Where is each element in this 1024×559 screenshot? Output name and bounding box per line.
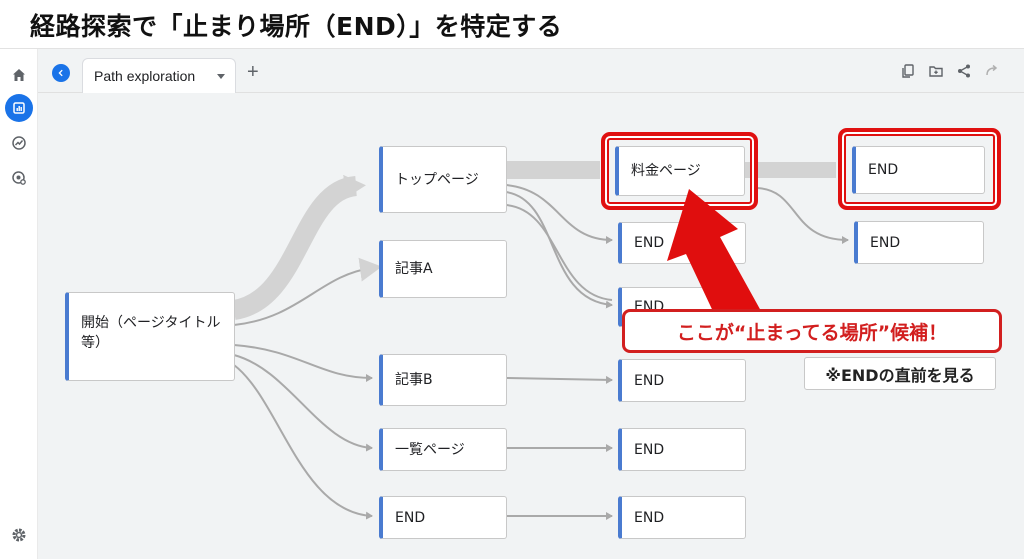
flow-pricing-to-end-2 [756,187,849,244]
flow-top-to-end-1 [505,184,613,244]
nav-rail [0,49,38,559]
explore-icon[interactable] [5,129,33,157]
node-label: END [870,234,901,251]
node-end-step1[interactable]: END [379,496,507,539]
callout-label: ここが“止まってる場所”候補！ [622,309,1002,353]
folder-icon[interactable] [928,63,944,79]
tab-label: Path exploration [94,68,196,84]
node-label: 開始（ページタイトル等） [81,315,221,351]
node-end-after-end[interactable]: END [618,496,746,539]
node-article-a[interactable]: 記事A [379,240,507,298]
flow-start-to-end [233,364,373,520]
node-label: END [634,235,665,251]
flow-start-to-article-a [233,257,382,326]
add-tab-button[interactable]: + [247,61,259,83]
node-article-b[interactable]: 記事B [379,354,507,406]
node-label: END [868,162,899,178]
node-top-page[interactable]: トップページ [379,146,507,213]
caret-down-icon[interactable] [217,74,225,79]
node-label: 記事A [395,261,433,277]
advertising-icon[interactable] [5,164,33,192]
tab-bar: Path exploration + [38,49,1024,93]
redo-icon[interactable] [984,63,1000,79]
node-label: END [395,509,426,526]
node-label: 一覧ページ [395,441,465,458]
share-icon[interactable] [956,63,972,79]
slide-title: 経路探索で「止まり場所（END）」を特定する [30,12,563,41]
copy-icon[interactable] [900,63,916,79]
node-label: 記事B [395,372,433,388]
node-end-pricing[interactable]: END [852,146,985,194]
flow-top-to-end-2 [505,191,613,309]
node-label: 料金ページ [631,163,701,179]
flow-start-to-article-b [233,344,373,382]
node-label: END [634,441,665,458]
settings-icon[interactable] [5,521,33,549]
title-divider [0,48,1024,49]
home-icon[interactable] [5,61,33,89]
node-end-list[interactable]: END [618,428,746,471]
node-start[interactable]: 開始（ページタイトル等） [65,292,235,381]
node-label: END [634,372,665,389]
node-pricing-page[interactable]: 料金ページ [615,146,745,196]
node-label: トップページ [395,171,479,188]
flow-article-b-to-end [505,375,613,384]
reports-icon[interactable] [5,94,33,122]
chevron-left-icon [58,69,63,77]
highlight-pricing [601,132,758,210]
node-list-page[interactable]: 一覧ページ [379,428,507,471]
node-label: END [634,509,665,526]
tab-path-exploration[interactable]: Path exploration [82,58,236,93]
note-label: ※ENDの直前を見る [804,357,996,390]
flow-top-to-end-2b [505,204,613,301]
flow-start-to-top [231,174,366,320]
flow-start-to-list [233,354,373,452]
back-button[interactable] [52,64,70,82]
node-end-article-b[interactable]: END [618,359,746,402]
node-end-pricing-2[interactable]: END [854,221,984,264]
highlight-end [838,128,1001,210]
